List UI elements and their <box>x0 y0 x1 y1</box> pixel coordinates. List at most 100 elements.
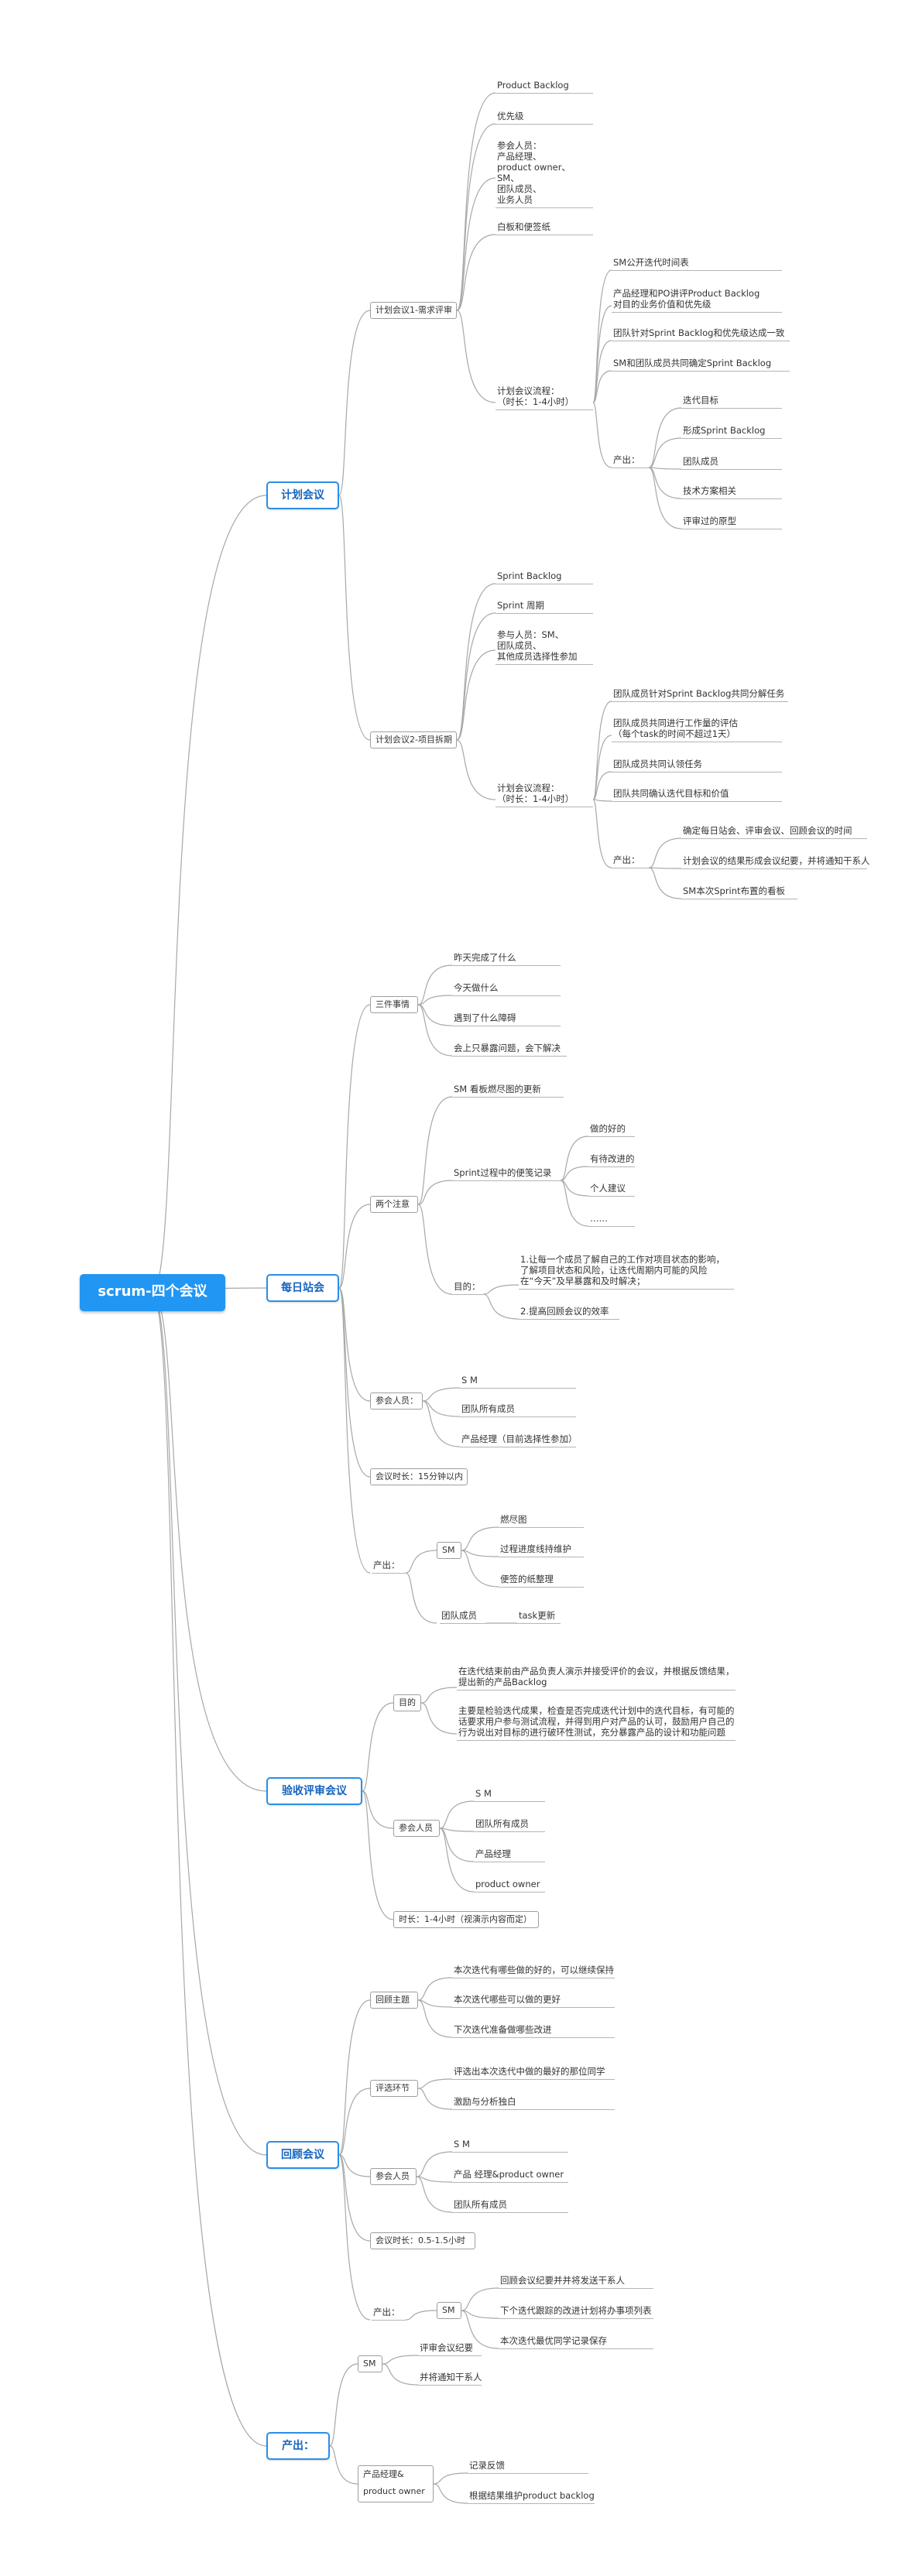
review-duration[interactable]: 时长：1-4小时（视演示内容而定） <box>393 1911 539 1928</box>
sm-output[interactable]: 过程进度线持维护 <box>499 1543 584 1557</box>
review-purpose-2[interactable]: 主要是检验迭代成果，检查是否完成迭代计划中的迭代目标，有可能的 话要求用户参与测… <box>457 1705 736 1741</box>
topic-daily-standup[interactable]: 每日站会 <box>266 1274 339 1302</box>
thing-item[interactable]: 会上只暴露问题，会下解决 <box>452 1043 567 1057</box>
review-purpose[interactable]: 目的 <box>393 1694 421 1711</box>
review-purpose-1[interactable]: 在迭代结束前由产品负责人演示并接受评价的会议，并根据反馈结果， 提出新的产品Ba… <box>457 1666 736 1690</box>
retro-topic-item[interactable]: 本次迭代有哪些做的好的，可以继续保持 <box>452 1965 615 1978</box>
daily-purpose-2[interactable]: 2.提高回顾会议的效率 <box>519 1306 619 1320</box>
record-item[interactable]: …… <box>588 1213 635 1227</box>
sm-output[interactable]: 燃尽图 <box>499 1514 584 1528</box>
two-notes[interactable]: 两个注意 <box>370 1196 418 1213</box>
part1-output-item[interactable]: 形成Sprint Backlog <box>681 425 782 439</box>
root-node[interactable]: scrum-四个会议 <box>80 1274 225 1311</box>
retro-sm-output[interactable]: 本次迭代最优同学记录保存 <box>499 2335 653 2349</box>
connector-line <box>417 1204 453 1295</box>
part2-step4[interactable]: 团队共同确认迭代目标和价值 <box>612 788 782 802</box>
connector-line <box>416 2176 453 2183</box>
line: 其他成员选择性参加 <box>497 651 578 662</box>
outputs-po-item[interactable]: 根据结果维护product backlog <box>468 2490 595 2504</box>
part1-output-item[interactable]: 团队成员 <box>681 456 782 470</box>
sprint-cycle[interactable]: Sprint 周期 <box>496 600 593 614</box>
whiteboard[interactable]: 白板和便签纸 <box>496 221 593 235</box>
thing-item[interactable]: 遇到了什么障碍 <box>452 1012 561 1026</box>
daily-participant[interactable]: 团队所有成员 <box>460 1403 576 1417</box>
review-participant[interactable]: S M <box>474 1788 545 1802</box>
part2-step2[interactable]: 团队成员共同进行工作量的评估 （每个task的时间不超过1天） <box>612 718 782 742</box>
record-item[interactable]: 有待改进的 <box>588 1153 635 1167</box>
record-item[interactable]: 个人建议 <box>588 1183 635 1197</box>
part1-output-item[interactable]: 技术方案相关 <box>681 485 782 499</box>
connector-line <box>420 1687 458 1704</box>
connector-line <box>461 1550 499 1588</box>
retro-duration[interactable]: 会议时长：0.5-1.5小时 <box>370 2232 475 2249</box>
part1-step2[interactable]: 产品经理和PO讲评Product Backlog 对目的业务价值和优先级 <box>612 288 782 313</box>
connector-line <box>417 2078 453 2089</box>
part1-output-item[interactable]: 评审过的原型 <box>681 516 782 529</box>
daily-purpose-1[interactable]: 1.让每一个成员了解自己的工作对项目状态的影响， 了解项目状态和风险，让迭代周期… <box>519 1254 734 1290</box>
retro-topic-item[interactable]: 本次迭代哪些可以做的更好 <box>452 1994 615 2008</box>
part1-step1[interactable]: SM公开迭代时间表 <box>612 257 782 271</box>
planning-part1[interactable]: 计划会议1-需求评审 <box>370 302 457 319</box>
review-participants[interactable]: 参会人员 <box>393 1820 440 1837</box>
part2-step1[interactable]: 团队成员针对Sprint Backlog共同分解任务 <box>612 688 788 702</box>
topic-review-meeting[interactable]: 验收评审会议 <box>266 1777 362 1805</box>
daily-output[interactable]: 产出： <box>372 1560 406 1574</box>
outputs-sm-item[interactable]: 并将通知干系人 <box>418 2372 482 2386</box>
part1-step4[interactable]: SM和团队成员共同确定Sprint Backlog <box>612 358 790 372</box>
part1-output[interactable]: 产出： <box>612 454 649 468</box>
part2-output-item[interactable]: 确定每日站会、评审会议、回顾会议的时间 <box>681 825 867 839</box>
part1-process[interactable]: 计划会议流程： （时长：1-4小时） <box>496 385 593 410</box>
retro-selection-item[interactable]: 激励与分析独白 <box>452 2096 615 2110</box>
part2-participants[interactable]: 参与人员：SM、 团队成员、 其他成员选择性参加 <box>496 629 593 665</box>
retro-participants[interactable]: 参会人员 <box>370 2168 417 2185</box>
record-item[interactable]: 做的好的 <box>588 1123 635 1137</box>
priority[interactable]: 优先级 <box>496 111 593 125</box>
retro-sm[interactable]: SM <box>437 2302 461 2319</box>
retro-selection[interactable]: 评选环节 <box>370 2080 418 2097</box>
topic-retrospective[interactable]: 回顾会议 <box>266 2141 339 2169</box>
sprint-record[interactable]: Sprint过程中的便笺记录 <box>452 1167 561 1181</box>
outputs-po[interactable]: 产品经理& product owner <box>358 2465 434 2502</box>
part2-output-item[interactable]: SM本次Sprint布置的看板 <box>681 886 797 899</box>
retro-participant[interactable]: S M <box>452 2139 568 2153</box>
part1-output-item[interactable]: 迭代目标 <box>681 395 782 409</box>
topic-planning-meeting[interactable]: 计划会议 <box>266 481 339 509</box>
part2-step3[interactable]: 团队成员共同认领任务 <box>612 759 782 772</box>
retro-sm-output[interactable]: 回顾会议纪要并并将发送干系人 <box>499 2275 653 2289</box>
part2-output-item[interactable]: 计划会议的结果形成会议纪要，并将通知干系人 <box>681 855 870 869</box>
retro-participant[interactable]: 团队所有成员 <box>452 2199 568 2213</box>
retro-output[interactable]: 产出： <box>372 2307 406 2321</box>
board-update[interactable]: SM 看板燃尽图的更新 <box>452 1084 564 1098</box>
sprint-backlog[interactable]: Sprint Backlog <box>496 570 593 584</box>
review-participant[interactable]: 产品经理 <box>474 1848 545 1862</box>
daily-duration[interactable]: 会议时长：15分钟以内 <box>370 1468 468 1485</box>
daily-sm[interactable]: SM <box>437 1542 461 1559</box>
retro-selection-item[interactable]: 评选出本次迭代中做的最好的那位同学 <box>452 2066 615 2080</box>
outputs-sm-item[interactable]: 评审会议纪要 <box>418 2342 482 2356</box>
outputs-po-item[interactable]: 记录反馈 <box>468 2460 588 2474</box>
part1-participants[interactable]: 参会人员： 产品经理、 product owner、 SM、 团队成员、 业务人… <box>496 140 593 208</box>
planning-part2[interactable]: 计划会议2-项目拆期 <box>370 731 457 748</box>
daily-participant[interactable]: S M <box>460 1375 576 1389</box>
daily-participant[interactable]: 产品经理（目前选择性参加） <box>460 1434 578 1447</box>
retro-topic-item[interactable]: 下次迭代准备做哪些改进 <box>452 2024 615 2038</box>
sm-output[interactable]: 便签的纸整理 <box>499 1574 584 1588</box>
outputs-sm[interactable]: SM <box>358 2355 382 2372</box>
review-participant[interactable]: 团队所有成员 <box>474 1818 545 1832</box>
topic-outputs[interactable]: 产出： <box>266 2432 330 2460</box>
part1-step3[interactable]: 团队针对Sprint Backlog和优先级达成一致 <box>612 327 790 341</box>
part2-output[interactable]: 产出： <box>612 855 649 868</box>
retro-topic[interactable]: 回顾主题 <box>370 1992 418 2009</box>
daily-participants[interactable]: 参会人员： <box>370 1392 423 1410</box>
retro-sm-output[interactable]: 下个迭代跟踪的改进计划将办事项列表 <box>499 2305 653 2319</box>
product-backlog[interactable]: Product Backlog <box>496 80 593 94</box>
thing-item[interactable]: 昨天完成了什么 <box>452 952 561 966</box>
thing-item[interactable]: 今天做什么 <box>452 982 561 996</box>
task-update[interactable]: task更新 <box>517 1610 561 1624</box>
retro-participant[interactable]: 产品 经理&product owner <box>452 2169 568 2183</box>
daily-team[interactable]: 团队成员 <box>440 1610 486 1624</box>
three-things[interactable]: 三件事情 <box>370 996 418 1013</box>
review-participant[interactable]: product owner <box>474 1879 545 1893</box>
part2-process[interactable]: 计划会议流程： （时长：1-4小时） <box>496 783 593 807</box>
daily-purpose[interactable]: 目的： <box>452 1281 483 1295</box>
